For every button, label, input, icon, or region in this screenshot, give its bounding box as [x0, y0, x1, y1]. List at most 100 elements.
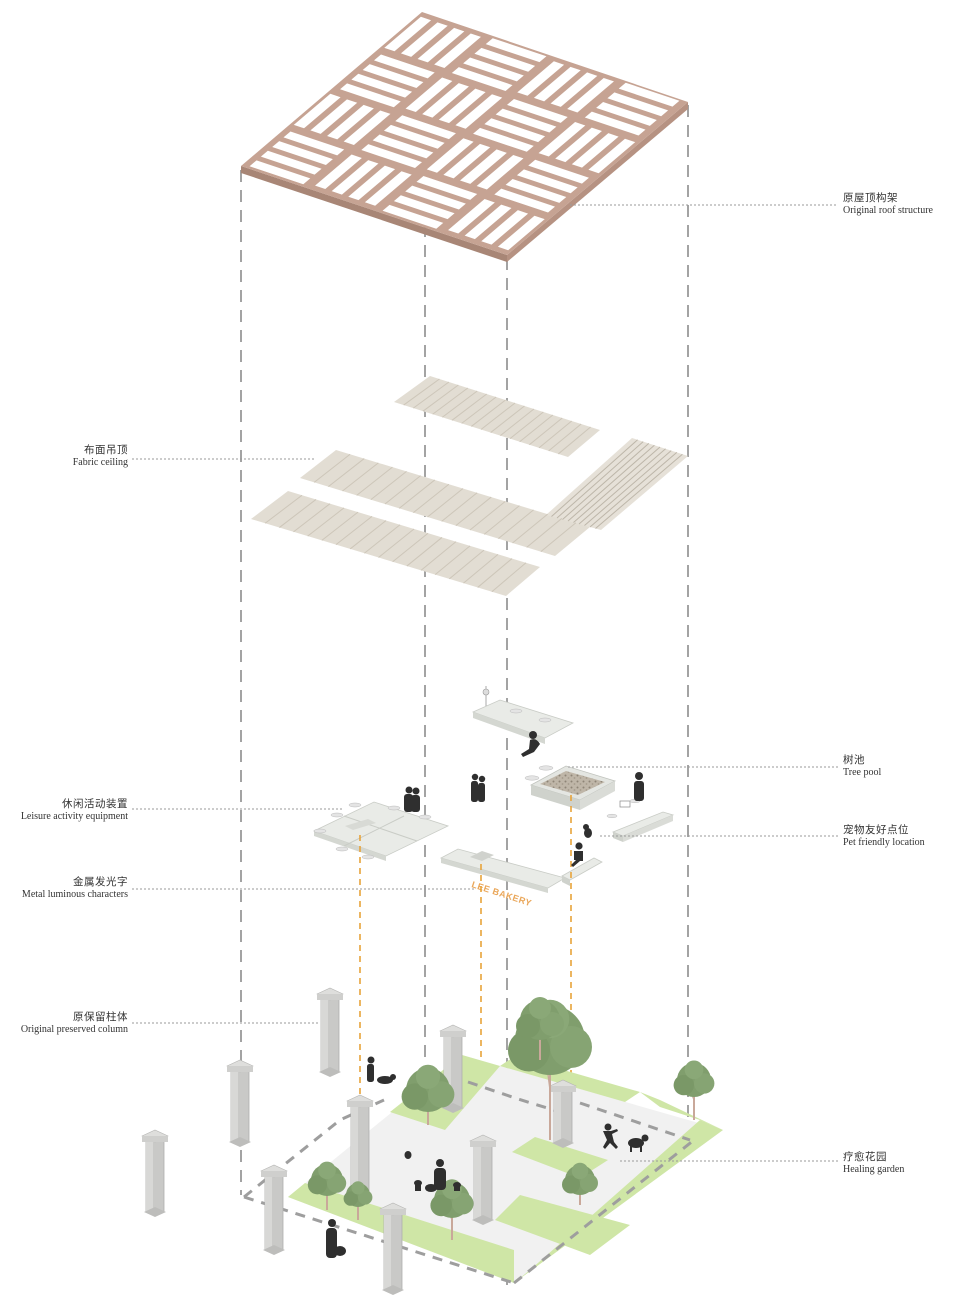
roof-opening [443, 143, 491, 179]
roof-opening [596, 101, 657, 126]
person-couple-1 [404, 786, 420, 812]
label-cn: 原保留柱体 [73, 1011, 128, 1023]
person-running-with-dog [603, 1123, 649, 1152]
accent-projection-lines [359, 795, 572, 1140]
person-lounging [521, 731, 540, 757]
roof-opening [463, 57, 524, 82]
roof-opening [364, 171, 412, 206]
leisure-platform [312, 801, 450, 861]
roof-opening [395, 115, 456, 140]
roof-opening [315, 154, 362, 190]
roof-opening [272, 141, 333, 166]
label-cn: 疗愈花园 [843, 1151, 887, 1163]
person-couple-2 [471, 773, 486, 802]
roof-opening [451, 67, 513, 92]
roof-opening [517, 61, 565, 96]
roof-opening [584, 111, 646, 136]
roof-opening [348, 165, 396, 201]
label-en: Original roof structure [843, 205, 933, 217]
label-en: Pet friendly location [843, 837, 925, 849]
column [379, 1202, 407, 1295]
garden-trees [307, 997, 715, 1240]
label-pet-friendly-location: 宠物友好点位 Pet friendly location [843, 824, 925, 850]
roof-opening [476, 154, 524, 190]
roof-opening [327, 104, 374, 140]
label-cn: 休闲活动装置 [62, 798, 128, 810]
roof-opening [405, 77, 453, 113]
roof-opening [464, 204, 512, 240]
column [260, 1164, 288, 1255]
roof-opening [484, 118, 546, 143]
column [316, 987, 344, 1077]
people-and-pets [326, 731, 649, 1258]
label-original-preserved-column: 原保留柱体 Original preserved column [21, 1011, 128, 1037]
label-cn: 树池 [843, 754, 865, 766]
person-walking-dog-1 [367, 1056, 396, 1084]
label-en: Fabric ceiling [72, 457, 128, 469]
person-seated-on-bench [571, 842, 583, 867]
roof-opening [249, 160, 311, 185]
roof-opening [362, 64, 424, 89]
label-en: Healing garden [843, 1164, 905, 1176]
dog-sitting [583, 824, 592, 838]
roof-opening [416, 175, 478, 200]
tree [307, 1161, 347, 1210]
roof-opening [571, 133, 619, 168]
tree [562, 1162, 598, 1205]
label-cn: 布面吊顶 [84, 444, 128, 456]
roof-opening [417, 27, 465, 63]
label-tree-pool: 树池 Tree pool [843, 754, 881, 780]
roof-opening [528, 159, 589, 184]
roof-opening [485, 38, 547, 63]
roof-lattice-openings [249, 16, 680, 251]
roof-opening [260, 150, 322, 175]
roof-opening [343, 110, 391, 145]
roof-opening [505, 178, 567, 203]
label-cn: 宠物友好点位 [843, 824, 909, 836]
person-with-dogs-center [404, 1151, 461, 1192]
pet-bench [606, 798, 675, 842]
label-en: Metal luminous characters [21, 889, 128, 901]
tree [673, 1060, 715, 1120]
roof-opening [555, 127, 602, 163]
roof-opening [293, 93, 341, 129]
roof-opening [400, 22, 448, 57]
label-leisure-activity-equipment: 休闲活动装置 Leisure activity equipment [21, 798, 128, 824]
roof-opening [494, 188, 556, 213]
roof-opening [384, 16, 432, 52]
bakery-counter [439, 848, 603, 893]
roof-opening [497, 215, 545, 251]
fabric-ceiling [251, 376, 688, 596]
roof-opening [618, 82, 680, 107]
roof-opening [382, 204, 444, 229]
roof-opening [372, 134, 434, 159]
tree [343, 1181, 373, 1220]
roof-opening [516, 169, 578, 194]
furniture-layer: LEE BAKERY [312, 686, 675, 908]
label-en: Original preserved column [20, 1024, 128, 1036]
roof-opening [550, 72, 598, 107]
roof-opening [473, 127, 534, 152]
roof-opening [538, 122, 586, 157]
top-bench [471, 686, 575, 744]
roof-opening [448, 199, 495, 234]
label-en: Leisure activity equipment [20, 811, 128, 823]
roof-opening [567, 77, 614, 113]
label-metal-luminous-characters: 金属发光字 Metal luminous characters [22, 876, 128, 902]
roof-opening [383, 124, 445, 149]
tree [401, 1064, 455, 1125]
roof-opening [438, 88, 486, 124]
tree [430, 1179, 474, 1240]
roof-opening [481, 210, 529, 245]
roof-opening [373, 54, 435, 79]
roof-opening [607, 92, 669, 117]
roof-opening [474, 47, 536, 72]
person-standing-by-bench [634, 772, 644, 801]
roof-opening [434, 33, 481, 68]
roof-opening [351, 73, 413, 98]
tree-pool [524, 765, 617, 810]
original-preserved-columns [141, 987, 577, 1295]
column [549, 1079, 577, 1148]
label-fabric-ceiling: 布面吊顶 Fabric ceiling [73, 444, 128, 470]
